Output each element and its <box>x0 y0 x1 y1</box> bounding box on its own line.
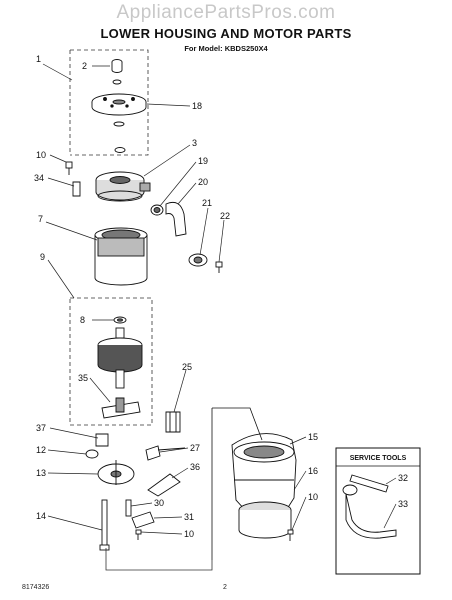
part-22-screw <box>215 261 223 273</box>
part-36-cover <box>147 473 181 497</box>
callout-31: 31 <box>184 512 194 522</box>
callout-10-housing: 10 <box>308 492 318 502</box>
callout-21: 21 <box>202 198 212 208</box>
callout-10: 10 <box>36 150 46 160</box>
callout-8: 8 <box>80 315 85 325</box>
callout-35: 35 <box>78 373 88 383</box>
callout-30: 30 <box>154 498 164 508</box>
part-8-washer <box>113 316 127 324</box>
part-10-screw-housing <box>287 529 294 541</box>
callout-10-lower: 10 <box>184 529 194 539</box>
part-9-rotor <box>97 327 143 389</box>
callout-32: 32 <box>398 473 408 483</box>
callout-37: 37 <box>36 423 46 433</box>
part-14-bolt <box>99 499 110 551</box>
service-tools-label: SERVICE TOOLS <box>350 455 407 462</box>
page-number: 2 <box>223 584 227 591</box>
part-33-tool <box>342 484 397 539</box>
part-27-switch <box>145 445 186 461</box>
leader-lines <box>42 63 397 535</box>
callout-18: 18 <box>192 101 202 111</box>
assembly-leader-line <box>105 548 213 571</box>
callout-7: 7 <box>38 214 43 224</box>
callout-34: 34 <box>34 173 44 183</box>
callout-36: 36 <box>190 462 200 472</box>
part-37-clip <box>95 433 109 447</box>
part-15-16-lower-housing <box>211 407 297 560</box>
callout-9: 9 <box>40 252 45 262</box>
callout-labels: 1 2 18 3 10 19 34 20 21 22 7 9 8 35 25 3… <box>34 54 408 539</box>
part-13-end-shield <box>97 460 135 485</box>
callout-16: 16 <box>308 466 318 476</box>
callout-13: 13 <box>36 468 46 478</box>
page-title: LOWER HOUSING AND MOTOR PARTS <box>100 26 352 41</box>
part-7-stator <box>94 227 148 286</box>
part-31-bracket <box>131 511 155 529</box>
watermark: AppliancePartsPros.com <box>116 2 336 23</box>
callout-19: 19 <box>198 156 208 166</box>
part-30-screw <box>125 499 132 517</box>
callout-15: 15 <box>308 432 318 442</box>
callout-20: 20 <box>198 177 208 187</box>
part-20-tube <box>165 201 187 237</box>
part-3-upper-housing <box>95 147 151 202</box>
part-10-screw <box>65 161 73 175</box>
part-19-gasket <box>150 204 164 216</box>
part-12-bearing <box>85 449 99 459</box>
callout-22: 22 <box>220 211 230 221</box>
document-number: 8174326 <box>22 584 50 591</box>
part-34-clip <box>72 181 81 197</box>
callout-1: 1 <box>36 54 41 64</box>
part-2-nut <box>111 59 123 85</box>
part-18-plate <box>91 93 147 127</box>
callout-27: 27 <box>190 443 200 453</box>
callout-33: 33 <box>398 499 408 509</box>
callout-2: 2 <box>82 61 87 71</box>
assembly-group-1-box <box>70 49 149 156</box>
model-subtitle: For Model: KBDS250X4 <box>184 44 268 53</box>
part-21-flange <box>188 253 208 267</box>
part-32-wrench <box>349 474 389 493</box>
callout-12: 12 <box>36 445 46 455</box>
callout-25: 25 <box>182 362 192 372</box>
part-25-bracket <box>165 411 181 433</box>
part-10-screw-lower <box>135 529 142 540</box>
part-35-fan <box>101 397 141 419</box>
callout-14: 14 <box>36 511 46 521</box>
callout-3: 3 <box>192 138 197 148</box>
